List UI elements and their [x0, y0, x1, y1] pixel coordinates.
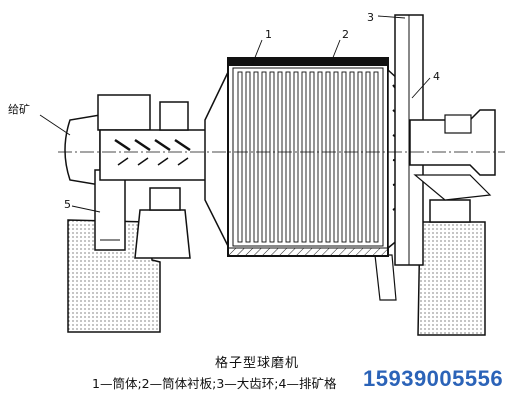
callout-5: 5 [64, 198, 71, 211]
liner-bar [333, 71, 339, 243]
liner-bar [293, 71, 299, 243]
discharge-end [387, 14, 496, 266]
callout-2: 2 [342, 28, 349, 41]
liner-bar [245, 71, 251, 243]
liner-bar [325, 71, 331, 243]
liner-bar [237, 71, 243, 243]
liner-bar [317, 71, 323, 243]
phone-watermark: 15939005556 [363, 366, 504, 391]
callout-4: 4 [433, 70, 440, 83]
liner-bar [309, 71, 315, 243]
liner-bar [349, 71, 355, 243]
feed-trunnion [99, 101, 216, 181]
liner-bar [301, 71, 307, 243]
callout-1: 1 [265, 28, 272, 41]
liner-bar [253, 71, 259, 243]
liner-bar [341, 71, 347, 243]
liner-bar [285, 71, 291, 243]
mill-shell [227, 57, 389, 257]
left-foundation [67, 187, 191, 333]
liner-bar [261, 71, 267, 243]
callout-feed: 给矿 [8, 103, 30, 116]
callout-3: 3 [367, 11, 374, 24]
figure-legend: 1—筒体;2—筒体衬板;3—大齿环;4—排矿格 [92, 376, 337, 391]
liner-bar [269, 71, 275, 243]
liner-bar [277, 71, 283, 243]
figure-title: 格子型球磨机 [214, 356, 299, 371]
left-cone-end [204, 67, 231, 251]
liner-bar [373, 71, 379, 243]
feed-inlet [64, 94, 151, 251]
liner-bar [365, 71, 371, 243]
leader-lines [39, 15, 431, 213]
liner-bar [357, 71, 363, 243]
liner-bars [237, 71, 379, 243]
